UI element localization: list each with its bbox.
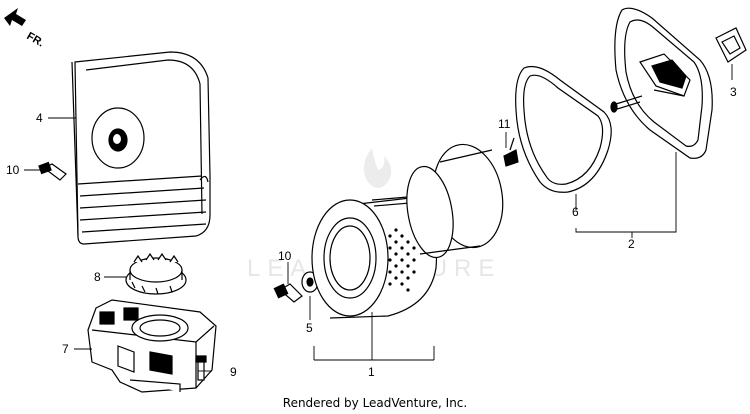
flange-bolt [195, 355, 207, 381]
callout-8: 8 [94, 270, 101, 284]
air-cleaner-gasket [515, 65, 612, 193]
callout-6: 6 [572, 205, 579, 219]
callout-11: 11 [498, 117, 511, 131]
callout-9: 9 [230, 365, 237, 379]
air-cleaner-element [311, 195, 438, 319]
direction-label: FR. [25, 30, 46, 49]
wing-nut-grommet [125, 252, 187, 295]
wing-bolt-left [38, 161, 67, 181]
callout-numbers: 4 10 8 7 9 10 5 1 11 6 2 3 [6, 85, 737, 379]
footer-credit: Rendered by LeadVenture, Inc. [282, 396, 468, 410]
callout-7: 7 [62, 342, 69, 356]
element-perforations [388, 228, 416, 292]
callout-3: 3 [730, 85, 737, 99]
leader-lines [24, 64, 733, 372]
air-cleaner-case [87, 299, 217, 393]
outer-filter-ring [406, 143, 520, 259]
callout-10-left: 10 [6, 163, 20, 177]
elbow-gasket [715, 27, 747, 63]
hex-bolt [503, 137, 519, 167]
callout-5: 5 [306, 321, 313, 335]
air-cleaner-cover [71, 51, 211, 245]
callout-1: 1 [368, 365, 375, 379]
callout-10-right: 10 [278, 249, 292, 263]
wing-bolt-right [273, 283, 303, 303]
callout-4: 4 [36, 111, 43, 125]
air-cleaner-elbow [610, 7, 713, 159]
front-direction-indicator: FR. [4, 8, 46, 49]
callout-2: 2 [628, 237, 635, 251]
